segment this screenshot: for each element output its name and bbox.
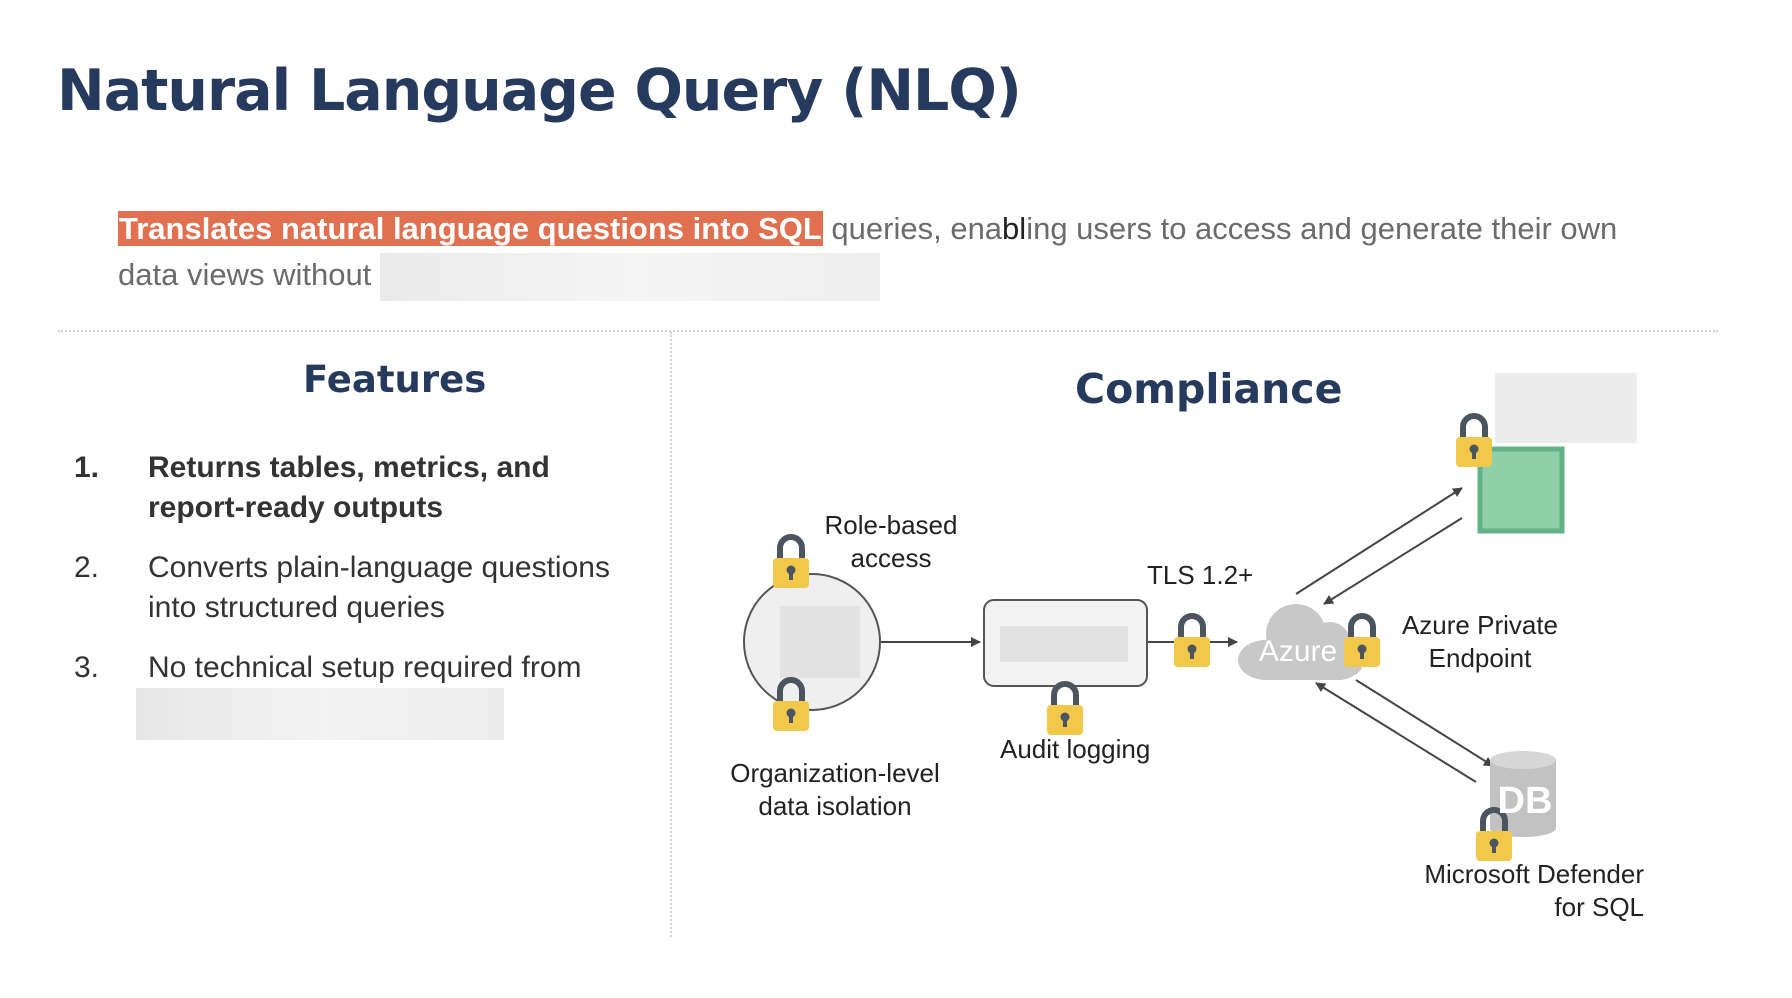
features-list: 1. Returns tables, metrics, and report-r… — [74, 448, 644, 708]
vertical-divider — [670, 332, 672, 937]
lock-icon — [1174, 616, 1210, 667]
flow-arrow — [1323, 517, 1463, 605]
feature-number: 3. — [74, 651, 100, 684]
redacted-block — [136, 688, 504, 740]
feature-text: No technical setup required from — [148, 651, 582, 684]
horizontal-divider — [58, 330, 1718, 332]
redacted-block — [1495, 373, 1637, 443]
lock-icon — [1047, 684, 1083, 735]
azure-text: Azure — [1259, 635, 1337, 668]
audit-label: Audit logging — [1000, 734, 1151, 764]
page-title: Natural Language Query (NLQ) — [57, 58, 1022, 124]
flow-arrow — [1315, 682, 1477, 783]
lock-icon — [773, 537, 809, 588]
role-label: Role-based access — [824, 510, 958, 573]
feature-item: 1. Returns tables, metrics, and report-r… — [74, 448, 644, 528]
intro-highlight: Translates natural language questions in… — [118, 211, 823, 246]
redacted-block — [1000, 626, 1128, 662]
org-label: Organization-level data isolation — [730, 758, 940, 821]
feature-text: Returns tables, metrics, and report-read… — [148, 451, 550, 524]
redacted-block — [780, 606, 860, 678]
feature-text: Converts plain-language questions into s… — [148, 551, 610, 624]
lock-icon — [1456, 416, 1492, 467]
intro-paragraph: Translates natural language questions in… — [118, 206, 1678, 301]
feature-item: 3. No technical setup required from — [74, 648, 644, 688]
redacted-block — [379, 252, 880, 301]
features-heading: Features — [303, 358, 487, 401]
endpoint-label: Azure Private Endpoint — [1401, 610, 1559, 673]
defender-label: Microsoft Defender for SQL — [1424, 859, 1644, 922]
tls-label: TLS 1.2+ — [1147, 560, 1254, 590]
feature-number: 1. — [74, 451, 100, 484]
endpoint-square — [1477, 446, 1565, 534]
flow-arrow — [1295, 487, 1463, 595]
intro-text-1: queries, ena — [822, 211, 1003, 246]
feature-item: 2. Converts plain-language questions int… — [74, 548, 644, 628]
compliance-heading: Compliance — [1075, 365, 1343, 413]
db-text: DB — [1498, 780, 1553, 822]
intro-text-3: ing users to access and generate their o… — [118, 211, 1618, 292]
intro-text-2: bl — [1002, 211, 1027, 246]
lock-icon — [1344, 616, 1380, 667]
flow-arrow — [1355, 679, 1494, 767]
feature-number: 2. — [74, 551, 100, 584]
